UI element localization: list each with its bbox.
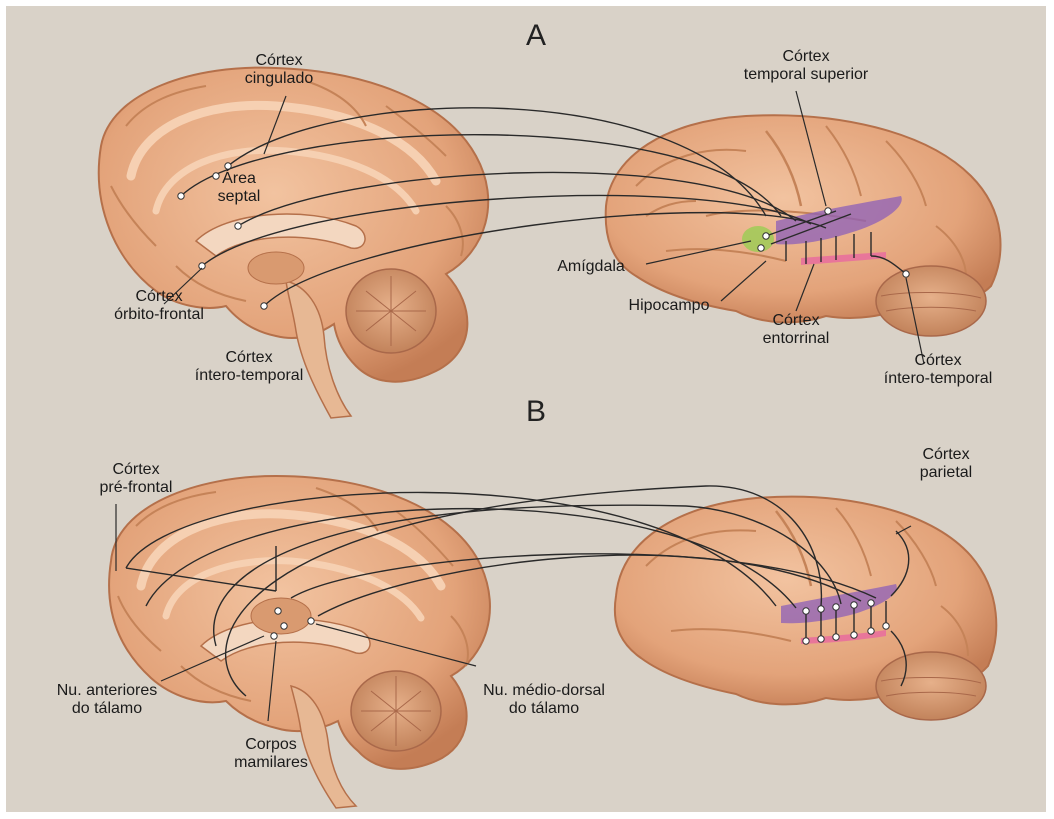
label-cortex-pre-frontal: Córtex pré-frontal: [76, 461, 196, 497]
label-cortex-temporal-superior: Córtex temporal superior: [721, 48, 891, 84]
label-cortex-cingulado: Córtex cingulado: [224, 52, 334, 88]
label-nu-anteriores: Nu. anteriores do tálamo: [42, 682, 172, 718]
figure-panel: A B Córtex cingulado Área septal Córtex …: [6, 6, 1046, 812]
label-area-septal: Área septal: [204, 170, 274, 206]
label-cortex-infero-temporal-a-medial: Córtex íntero-temporal: [184, 349, 314, 385]
label-amigdala: Amígdala: [536, 258, 646, 276]
label-hipocampo: Hipocampo: [614, 297, 724, 315]
label-nu-medio-dorsal: Nu. médio-dorsal do tálamo: [464, 682, 624, 718]
label-cortex-entorrinal: Córtex entorrinal: [746, 312, 846, 348]
label-corpos-mamilares: Corpos mamilares: [216, 736, 326, 772]
panel-letter-a: A: [526, 20, 546, 52]
label-cortex-orbito-frontal: Córtex órbito-frontal: [94, 288, 224, 324]
label-cortex-infero-temporal-a-lateral: Córtex íntero-temporal: [868, 352, 1008, 388]
label-cortex-parietal: Córtex parietal: [901, 446, 991, 482]
panel-letter-b: B: [526, 396, 546, 428]
